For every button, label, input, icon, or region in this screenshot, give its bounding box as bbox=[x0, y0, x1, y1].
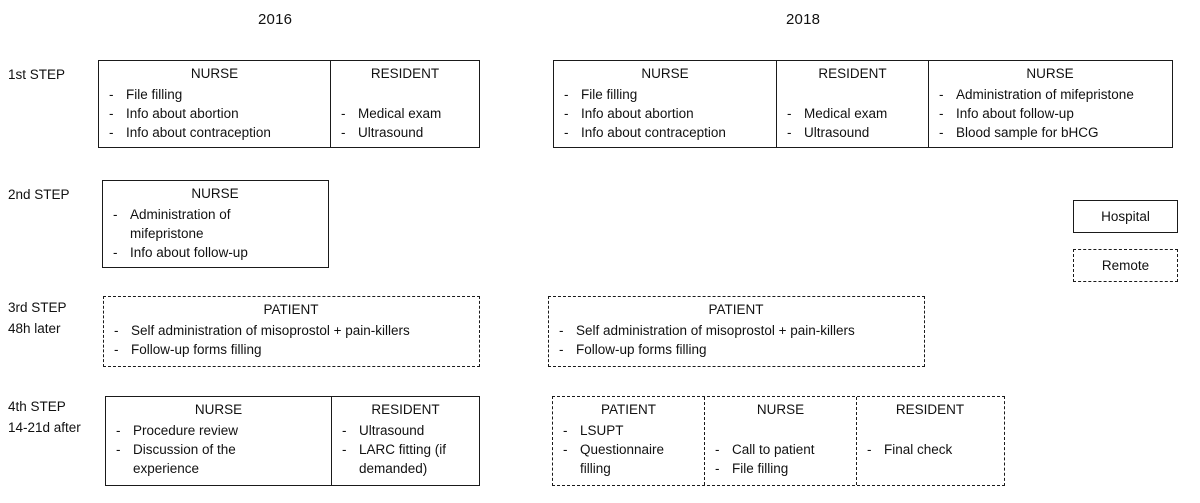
task-list: Medical exam Ultrasound bbox=[777, 104, 928, 142]
role-header: RESIDENT bbox=[371, 402, 440, 417]
role-header: NURSE bbox=[190, 66, 239, 81]
task-item: Final check bbox=[857, 440, 1003, 459]
step4-2018-nurse-cell: NURSE Call to patient File filling bbox=[704, 397, 856, 485]
step4-2018-resident-cell: RESIDENT Final check bbox=[856, 397, 1003, 485]
task-item: Info about contraception bbox=[99, 123, 330, 142]
step3-label: 3rd STEP 48h later bbox=[8, 297, 67, 339]
task-item: Medical exam bbox=[777, 104, 928, 123]
task-item: Ultrasound bbox=[331, 123, 479, 142]
task-item: Self administration of misoprostol + pai… bbox=[104, 321, 478, 340]
year-2018-title: 2018 bbox=[786, 11, 821, 28]
step4-2018-box: PATIENT LSUPT Questionnaire filling NURS… bbox=[552, 396, 1005, 486]
task-item: Blood sample for bHCG bbox=[929, 123, 1171, 142]
role-header: PATIENT bbox=[263, 302, 319, 317]
task-item: LSUPT bbox=[553, 421, 680, 440]
step1-label: 1st STEP bbox=[8, 64, 65, 85]
task-list: LSUPT Questionnaire filling bbox=[553, 421, 704, 478]
role-header: RESIDENT bbox=[370, 66, 440, 81]
role-header: NURSE bbox=[1026, 66, 1074, 81]
task-item: Info about contraception bbox=[554, 123, 776, 142]
step3-2016-box: PATIENT Self administration of misoprost… bbox=[103, 296, 480, 367]
step2-2016-box: NURSE Administration of mifepristone Inf… bbox=[102, 180, 329, 268]
role-header: PATIENT bbox=[708, 302, 764, 317]
step4-2016-resident-cell: RESIDENT Ultrasound LARC fitting (if dem… bbox=[331, 397, 479, 485]
step4-label-line2: 14-21d after bbox=[8, 420, 81, 435]
role-header: RESIDENT bbox=[895, 402, 965, 417]
step1-2016-box: NURSE File filling Info about abortion I… bbox=[98, 60, 480, 148]
task-item: Follow-up forms filling bbox=[549, 340, 923, 359]
task-item: File filling bbox=[554, 85, 776, 104]
task-item: Administration of mifepristone bbox=[929, 85, 1171, 104]
role-header: NURSE bbox=[191, 186, 239, 201]
step4-2018-patient-cell: PATIENT LSUPT Questionnaire filling bbox=[553, 397, 704, 485]
task-list: Self administration of misoprostol + pai… bbox=[549, 321, 923, 359]
step2-label: 2nd STEP bbox=[8, 184, 70, 205]
task-item: Ultrasound bbox=[777, 123, 928, 142]
task-list: Self administration of misoprostol + pai… bbox=[104, 321, 478, 359]
task-item: Self administration of misoprostol + pai… bbox=[549, 321, 923, 340]
task-item: Medical exam bbox=[331, 104, 479, 123]
task-item: File filling bbox=[705, 459, 856, 478]
task-item: Call to patient bbox=[705, 440, 856, 459]
step2-2016-nurse-cell: NURSE Administration of mifepristone Inf… bbox=[103, 181, 327, 267]
step4-2016-nurse-cell: NURSE Procedure review Discussion of the… bbox=[106, 397, 331, 485]
step1-2016-nurse-cell: NURSE File filling Info about abortion I… bbox=[99, 61, 330, 147]
task-item: Follow-up forms filling bbox=[104, 340, 478, 359]
legend-hospital-box: Hospital bbox=[1073, 200, 1178, 233]
task-item: LARC fitting (if demanded) bbox=[332, 440, 479, 478]
task-item: Procedure review bbox=[106, 421, 283, 440]
role-header: RESIDENT bbox=[818, 66, 887, 81]
role-header: NURSE bbox=[756, 402, 805, 417]
step4-label: 4th STEP 14-21d after bbox=[8, 396, 81, 438]
step3-label-line1: 3rd STEP bbox=[8, 300, 67, 315]
role-header: PATIENT bbox=[600, 402, 656, 417]
task-item: Questionnaire filling bbox=[553, 440, 680, 478]
task-item: Info about abortion bbox=[99, 104, 330, 123]
role-header: NURSE bbox=[194, 402, 243, 417]
step1-2018-nurse2-cell: NURSE Administration of mifepristone Inf… bbox=[928, 61, 1171, 147]
task-item: Ultrasound bbox=[332, 421, 479, 440]
role-header: NURSE bbox=[641, 66, 689, 81]
step1-2018-box: NURSE File filling Info about abortion I… bbox=[553, 60, 1173, 148]
task-item: Info about follow-up bbox=[929, 104, 1171, 123]
step3-label-line2: 48h later bbox=[8, 321, 61, 336]
legend-hospital-label: Hospital bbox=[1101, 209, 1150, 224]
legend-remote-label: Remote bbox=[1101, 258, 1150, 273]
step3-2018-box: PATIENT Self administration of misoprost… bbox=[548, 296, 925, 367]
task-item: File filling bbox=[99, 85, 330, 104]
legend-remote-box: Remote bbox=[1073, 249, 1178, 282]
step4-label-line1: 4th STEP bbox=[8, 399, 66, 414]
step1-label-line1: 1st STEP bbox=[8, 67, 66, 82]
task-list: Medical exam Ultrasound bbox=[331, 104, 479, 142]
task-item: Info about abortion bbox=[554, 104, 776, 123]
step1-2016-resident-cell: RESIDENT Medical exam Ultrasound bbox=[330, 61, 479, 147]
step3-2018-patient-cell: PATIENT Self administration of misoprost… bbox=[549, 297, 923, 366]
step4-2016-box: NURSE Procedure review Discussion of the… bbox=[105, 396, 480, 486]
task-list: Final check bbox=[857, 440, 1003, 459]
task-item: Info about follow-up bbox=[103, 243, 290, 262]
task-list: File filling Info about abortion Info ab… bbox=[554, 85, 776, 142]
step3-2016-patient-cell: PATIENT Self administration of misoprost… bbox=[104, 297, 478, 366]
task-item: Discussion of the experience bbox=[106, 440, 283, 478]
step1-2018-resident-cell: RESIDENT Medical exam Ultrasound bbox=[776, 61, 928, 147]
task-list: File filling Info about abortion Info ab… bbox=[99, 85, 330, 142]
task-list: Administration of mifepristone Info abou… bbox=[929, 85, 1171, 142]
step2-label-line1: 2nd STEP bbox=[8, 187, 70, 202]
task-list: Ultrasound LARC fitting (if demanded) bbox=[332, 421, 479, 478]
task-item: Administration of mifepristone bbox=[103, 205, 290, 243]
task-list: Procedure review Discussion of the exper… bbox=[106, 421, 331, 478]
step1-2018-nurse-cell: NURSE File filling Info about abortion I… bbox=[554, 61, 776, 147]
year-2016-title: 2016 bbox=[258, 11, 293, 28]
task-list: Administration of mifepristone Info abou… bbox=[103, 205, 327, 262]
task-list: Call to patient File filling bbox=[705, 440, 856, 478]
